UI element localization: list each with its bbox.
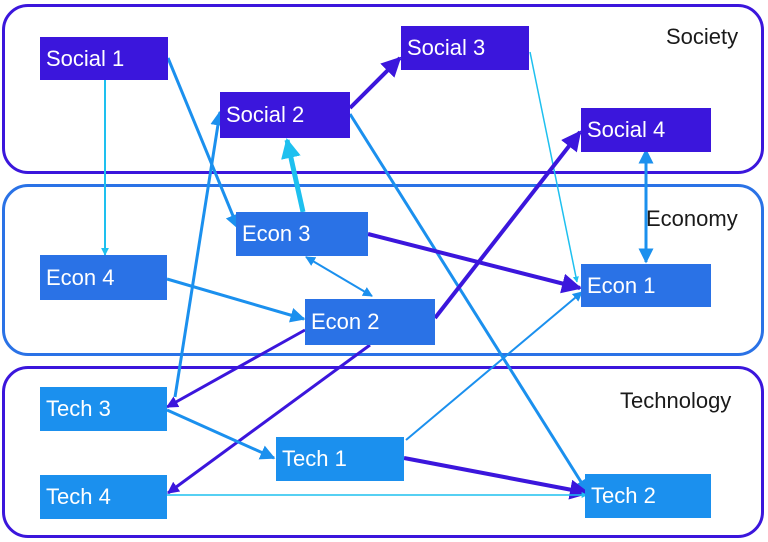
arrow-econ4-econ2 bbox=[166, 277, 306, 323]
arrow-econ2-tech3 bbox=[165, 328, 306, 409]
node-econ-2: Econ 2 bbox=[305, 299, 435, 345]
arrow-tech1-tech2 bbox=[403, 456, 590, 500]
economy-band bbox=[2, 184, 764, 356]
node-econ-3: Econ 3 bbox=[236, 212, 368, 256]
arrow-econ3-social2 bbox=[281, 138, 306, 213]
arrow-tech1-econ1 bbox=[405, 291, 583, 441]
node-econ-4: Econ 4 bbox=[40, 255, 167, 300]
node-social-1: Social 1 bbox=[40, 37, 168, 80]
node-tech-4: Tech 4 bbox=[40, 475, 167, 519]
economy-title: Economy bbox=[646, 206, 738, 231]
arrow-tech3-tech1 bbox=[166, 408, 276, 460]
node-econ-1: Econ 1 bbox=[581, 264, 711, 307]
node-tech-1: Tech 1 bbox=[276, 437, 404, 481]
technology-band bbox=[2, 366, 764, 538]
arrow-social2-tech2 bbox=[348, 113, 590, 495]
arrow-econ2-social4 bbox=[433, 130, 582, 320]
node-tech-2: Tech 2 bbox=[585, 474, 711, 518]
arrow-econ3-econ1 bbox=[367, 232, 582, 294]
society-band bbox=[2, 4, 764, 174]
node-social-3: Social 3 bbox=[401, 26, 529, 70]
technology-title: Technology bbox=[620, 388, 732, 413]
node-social-2: Social 2 bbox=[220, 92, 350, 138]
arrow-social2-social3 bbox=[348, 56, 402, 110]
arrow-tech3-social2 bbox=[173, 110, 226, 398]
arrow-econ2-tech4 bbox=[167, 343, 371, 495]
arrow-social1-econ3 bbox=[166, 57, 240, 230]
node-social-4: Social 4 bbox=[581, 108, 711, 152]
arrow-econ3-econ2 bbox=[305, 256, 373, 297]
society-title: Society bbox=[666, 24, 739, 49]
node-tech-3: Tech 3 bbox=[40, 387, 167, 431]
